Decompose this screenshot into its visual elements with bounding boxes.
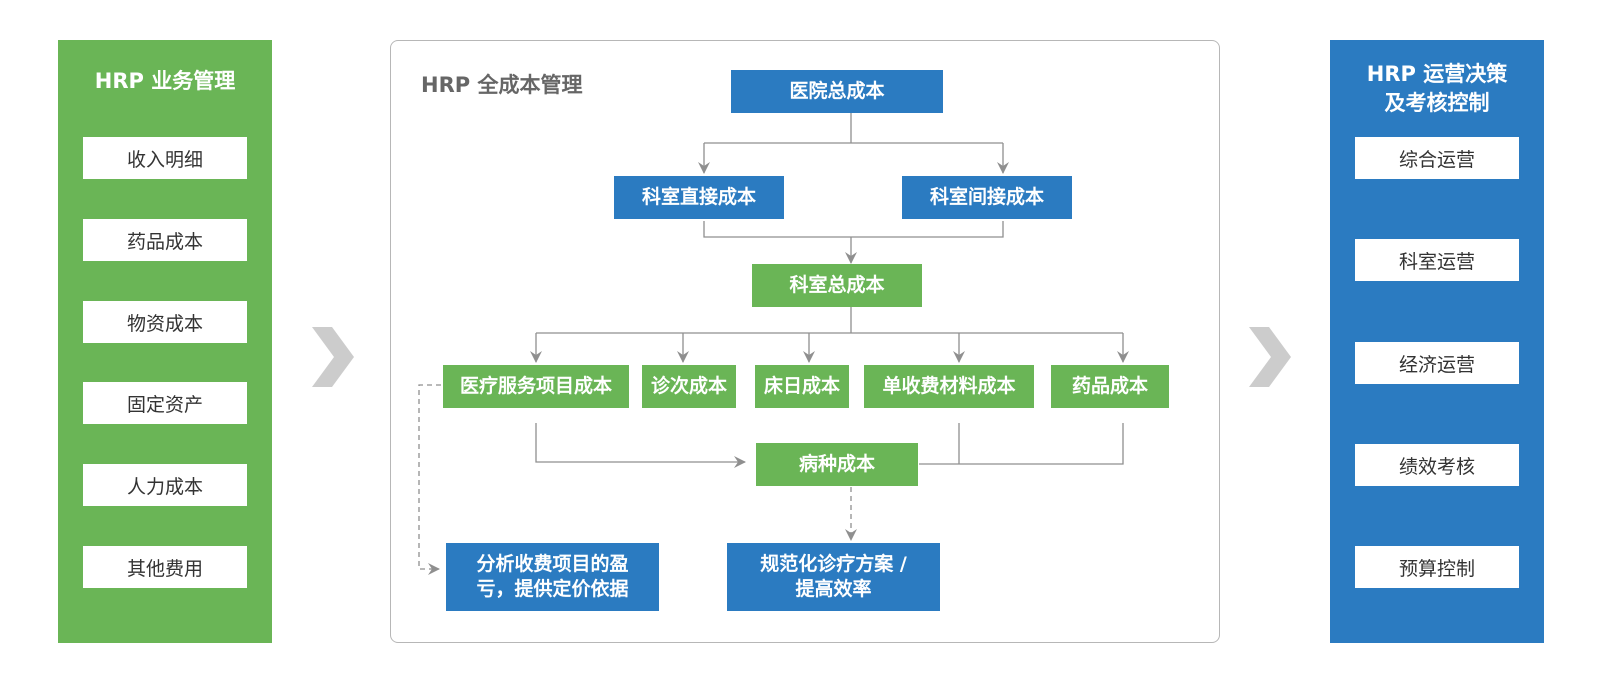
comprehensive-operation-item[interactable]: 综合运营	[1355, 137, 1519, 179]
analysis-pricing-node[interactable]: 分析收费项目的盈 亏，提供定价依据	[446, 543, 659, 611]
full-cost-management-panel: HRP 全成本管理 医院总成	[390, 40, 1220, 643]
full-cost-management-title: HRP 全成本管理	[421, 73, 583, 97]
other-expenses-item[interactable]: 其他费用	[83, 546, 247, 588]
dept-operation-item[interactable]: 科室运营	[1355, 239, 1519, 281]
separate-material-cost-node[interactable]: 单收费材料成本	[864, 365, 1034, 408]
chevron-right-icon	[312, 327, 354, 387]
operation-decision-title-line-1: HRP 运营决策	[1366, 62, 1508, 86]
standardize-efficiency-node[interactable]: 规范化诊疗方案 / 提高效率	[727, 543, 940, 611]
business-management-panel: HRP 业务管理 收入明细 药品成本 物资成本 固定资产 人力成本 其他费用	[58, 40, 272, 643]
operation-decision-panel: HRP 运营决策 及考核控制 综合运营 科室运营 经济运营 绩效考核 预算控制	[1330, 40, 1544, 643]
analysis-pricing-line-2: 亏，提供定价依据	[476, 578, 629, 600]
standardize-efficiency-line-1: 规范化诊疗方案 /	[760, 553, 907, 575]
material-cost-item[interactable]: 物资成本	[83, 301, 247, 343]
income-detail-item[interactable]: 收入明细	[83, 137, 247, 179]
operation-decision-title: HRP 运营决策 及考核控制	[1330, 60, 1544, 118]
connector-depts-merge	[703, 221, 1004, 263]
medical-service-cost-node[interactable]: 医疗服务项目成本	[443, 365, 629, 408]
disease-cost-node[interactable]: 病种成本	[756, 443, 918, 486]
drug-cost-node[interactable]: 药品成本	[1051, 365, 1169, 408]
labor-cost-item[interactable]: 人力成本	[83, 464, 247, 506]
business-management-title: HRP 业务管理	[94, 69, 236, 93]
analysis-pricing-line-1: 分析收费项目的盈	[476, 553, 629, 575]
operation-decision-title-line-2: 及考核控制	[1384, 91, 1490, 115]
budget-control-item[interactable]: 预算控制	[1355, 546, 1519, 588]
connector-hospital-to-depts	[704, 113, 1003, 144]
dept-indirect-cost-node[interactable]: 科室间接成本	[902, 176, 1072, 219]
fixed-assets-item[interactable]: 固定资产	[83, 382, 247, 424]
connector-material-drug-to-disease	[919, 423, 1124, 465]
connector-dept-total-branch	[536, 307, 1123, 334]
connector-medical-to-analysis	[418, 384, 441, 575]
bed-day-cost-node[interactable]: 床日成本	[755, 365, 849, 408]
dept-total-cost-node[interactable]: 科室总成本	[752, 264, 922, 307]
standardize-efficiency-line-2: 提高效率	[795, 578, 872, 600]
dept-direct-cost-node[interactable]: 科室直接成本	[614, 176, 784, 219]
connector-medical-to-disease	[535, 423, 746, 468]
chevron-right-icon	[1249, 327, 1291, 387]
performance-assessment-item[interactable]: 绩效考核	[1355, 444, 1519, 486]
per-visit-cost-node[interactable]: 诊次成本	[642, 365, 736, 408]
economic-operation-item[interactable]: 经济运营	[1355, 342, 1519, 384]
flow-connectors	[418, 113, 1129, 575]
drug-cost-item[interactable]: 药品成本	[83, 219, 247, 261]
hospital-total-cost-node[interactable]: 医院总成本	[731, 70, 943, 113]
